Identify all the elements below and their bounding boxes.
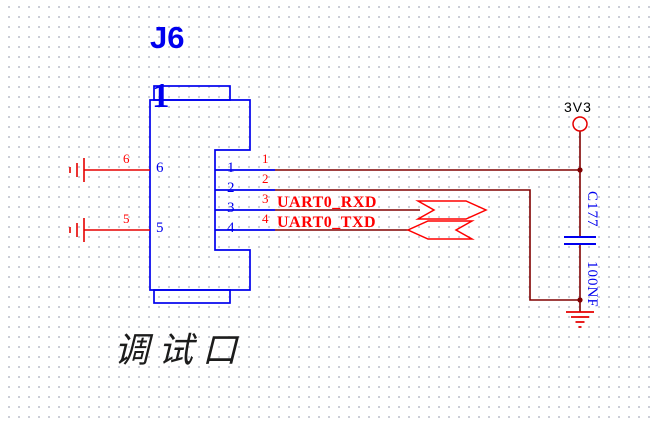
ground-symbol-top-left[interactable] [69,158,85,182]
capacitor-c177-symbol[interactable] [564,236,596,245]
port-arrow-txd[interactable] [406,220,475,240]
port-arrow-rxd[interactable] [415,200,488,220]
pin-designator: 4 [262,211,269,226]
net-label-uart0-txd[interactable]: UART0_TXD [277,214,377,231]
wire-pin2-to-ground[interactable] [275,189,580,301]
pin-designator: 5 [123,211,130,226]
junction-dot [577,167,583,173]
pin-name: 6 [156,160,164,176]
pin-name: 2 [227,180,235,196]
pin-name: 4 [227,220,235,236]
pin-designator: 3 [262,191,269,206]
pin-designator: 6 [123,151,130,166]
capacitor-plates [564,236,596,245]
power-net-label-3v3[interactable]: 3V3 [564,99,592,115]
ground-bars-icon [69,158,85,182]
capacitor-refdes-label[interactable]: C177 [584,191,600,228]
net-label-uart0-rxd[interactable]: UART0_RXD [277,194,377,211]
connector-refdes[interactable]: J6 [150,20,185,55]
connector-body [149,99,251,291]
ground-bars-icon [69,218,85,242]
connector-j6-symbol[interactable] [149,85,275,304]
power-port-3v3-circle[interactable] [572,116,588,132]
pin-name: 5 [156,220,164,236]
pin-name: 3 [227,200,235,216]
wires [275,131,581,312]
ground-symbol-bottom-left[interactable] [69,218,85,242]
ground-bars-icon [566,311,594,328]
schematic-caption[interactable]: 调试口 [114,331,247,370]
polarity-mark: 1 [152,76,170,115]
ground-symbol-right[interactable] [566,311,594,328]
capacitor-value-label[interactable]: 100NF [584,261,600,308]
pin-name: 1 [227,160,235,176]
pin-designator: 1 [262,151,269,166]
connector-bottom-tab [153,289,231,304]
connector-pin-stubs [215,169,275,231]
pin-designator: 2 [262,171,269,186]
junction-dot [577,297,583,303]
